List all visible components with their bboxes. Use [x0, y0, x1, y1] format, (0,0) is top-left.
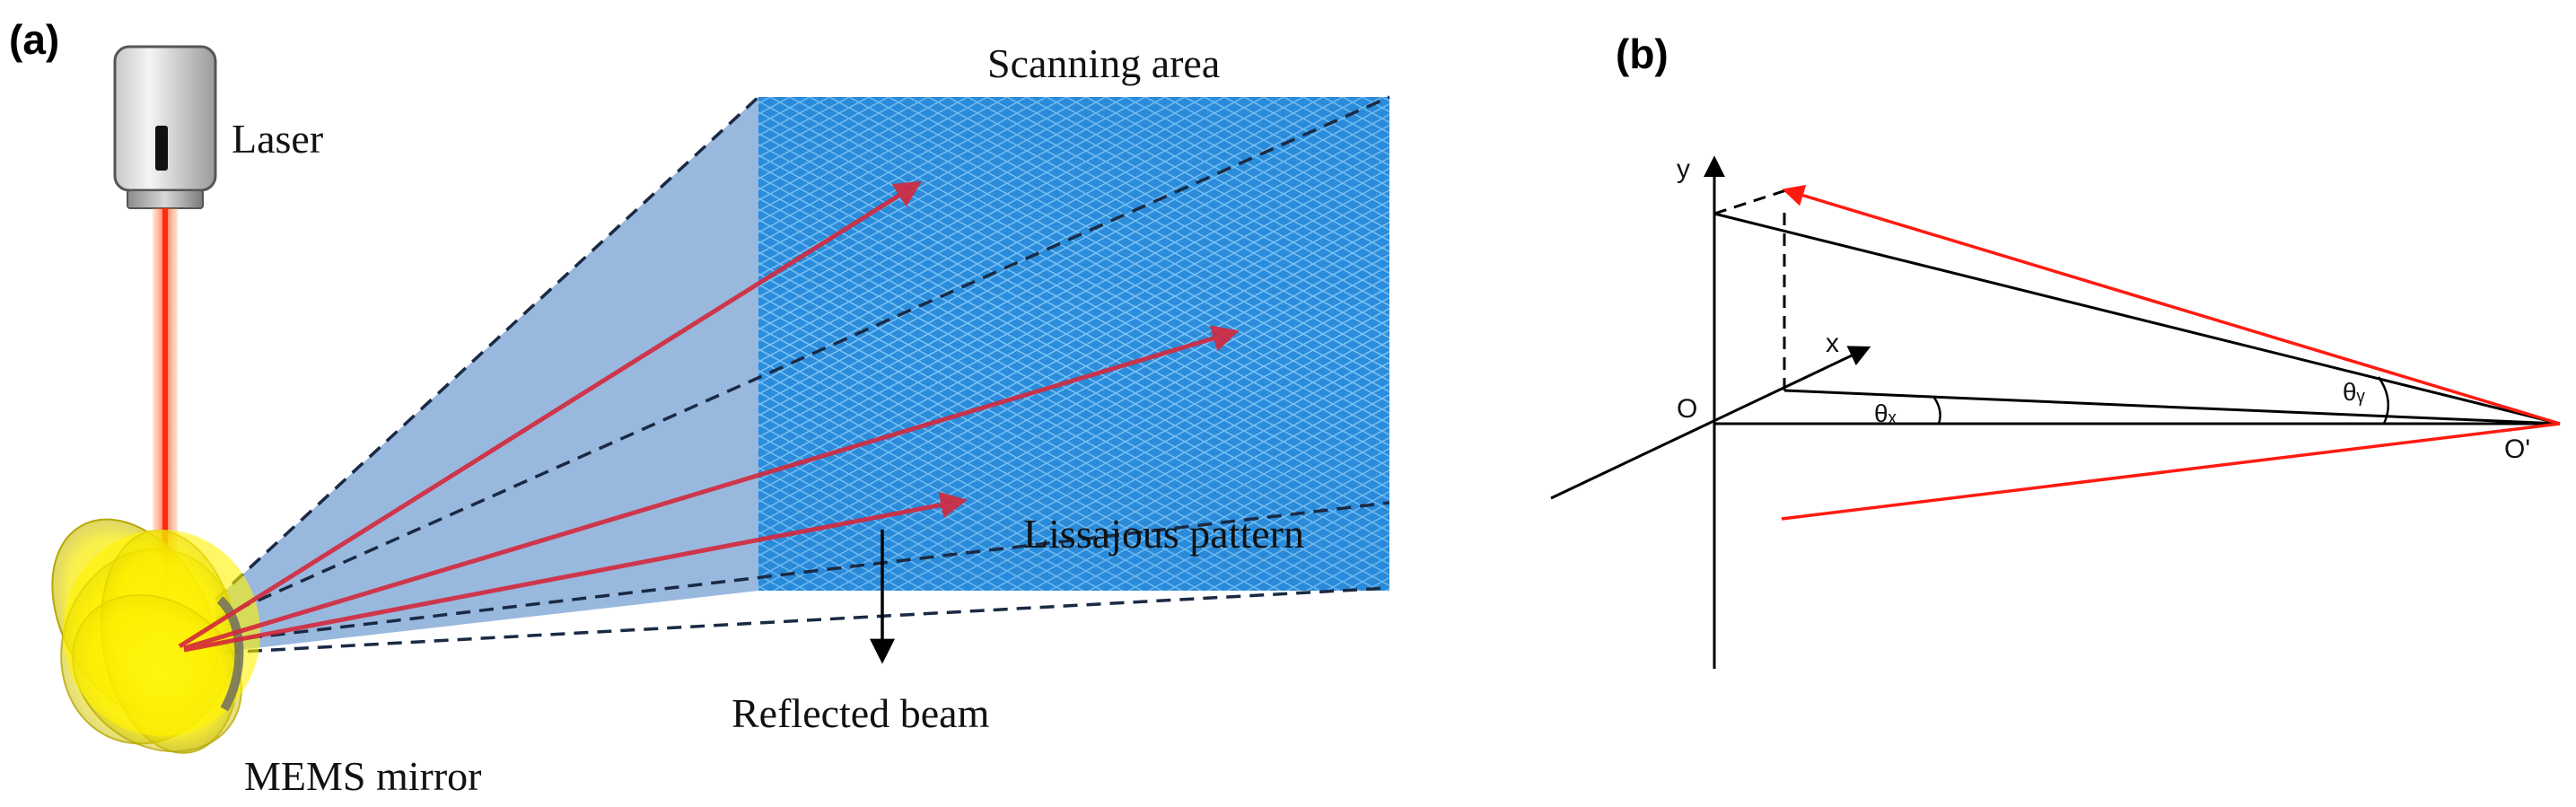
scanning-area-shade: [758, 97, 1389, 591]
panel-b: (b) y x O O' θₓ θᵧ: [1550, 31, 2561, 669]
origin-label: O: [1677, 394, 1697, 424]
origin-prime-label: O': [2504, 434, 2530, 464]
scanning-area-label: Scanning area: [987, 40, 1220, 86]
mems-mirror-label: MEMS mirror: [244, 753, 482, 799]
reflected-beam-3: [183, 491, 968, 653]
reflected-beams: [178, 180, 1240, 653]
reflected-beam-label: Reflected beam: [732, 690, 990, 736]
laser-aperture: [155, 126, 168, 171]
cone-dashed-lines: [214, 95, 1390, 654]
red-beam-upper: [1782, 184, 2561, 425]
red-beam-lower: [1781, 422, 2561, 521]
x-axis-label: x: [1826, 329, 1839, 358]
mems-mirror: [51, 518, 260, 754]
projection-y-line: [1713, 212, 2561, 425]
panel-b-label: (b): [1616, 31, 1669, 77]
dashed-guides: [1713, 189, 1787, 390]
projection-x-line: [1783, 389, 2561, 425]
laser-device: [113, 45, 217, 209]
theta-y-arc: [2377, 376, 2390, 425]
theta-x-arc: [1932, 397, 1941, 425]
panel-a-label: (a): [9, 16, 59, 63]
theta-x-label: θₓ: [1874, 399, 1897, 427]
panel-a: (a) Laser: [9, 16, 1390, 799]
x-axis: [1550, 346, 1871, 500]
theta-y-label: θᵧ: [2343, 378, 2366, 406]
lissajous-pattern-label: Lissajous pattern: [1023, 511, 1304, 557]
y-axis-label: y: [1677, 154, 1690, 184]
laser-label: Laser: [232, 116, 323, 162]
reflected-beam-1: [178, 180, 923, 649]
reflected-beam-2: [183, 325, 1240, 651]
